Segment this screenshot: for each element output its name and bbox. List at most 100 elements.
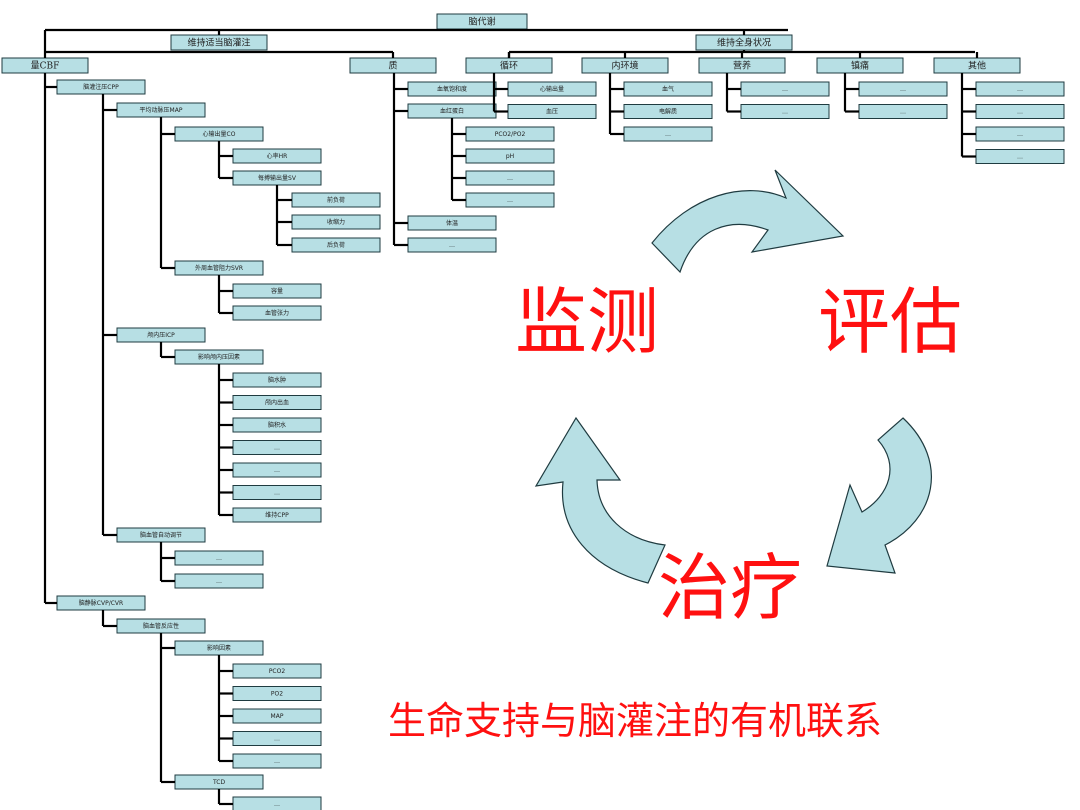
- node-system-0-child-1-label: 血压: [546, 108, 558, 116]
- node-cbf: 量CBF: [1, 57, 89, 74]
- subtitle: 生命支持与脑灌注的有机联系: [388, 699, 883, 743]
- node-system-1-child-2: …: [623, 126, 713, 142]
- node-system-4-label: 其他: [968, 60, 986, 72]
- node-quality-child-2-label: 体温: [446, 219, 458, 227]
- node-cvr-sub1-child-1-label: PO2: [271, 691, 283, 698]
- node-icp-group: 影响颅内压因素: [174, 349, 264, 365]
- node-co-label: 心输出量CO: [203, 130, 236, 138]
- node-cvr-sub1-child-2-label: MAP: [271, 713, 284, 720]
- node-icp-label: 颅内压ICP: [147, 331, 175, 339]
- node-hb-child-3-label: …: [507, 197, 513, 204]
- node-autoreg-child-0: …: [174, 550, 264, 566]
- node-system-4-child-2: …: [975, 126, 1065, 142]
- node-icp-child-5: …: [232, 485, 322, 500]
- node-system-2-child-0-label: …: [782, 86, 788, 93]
- node-system-2-label: 营养: [733, 60, 751, 72]
- node-icp-child-6-label: 维持CPP: [265, 511, 289, 519]
- node-system-2-child-1: …: [740, 104, 830, 119]
- node-cvr-group-label: 脑血管反应性: [143, 622, 179, 630]
- node-system-2: 营养: [698, 57, 786, 74]
- node-system-3-child-1-label: …: [900, 109, 906, 116]
- node-quality-child-2: 体温: [407, 215, 497, 231]
- node-cvr-sub2-child-0-label: …: [274, 801, 280, 808]
- node-co-child-0-label: 心率HR: [267, 152, 288, 160]
- node-root: 脑代谢: [436, 13, 528, 30]
- node-cvr-sub1-child-4: …: [232, 753, 322, 769]
- node-maintain-systemic: 维持全身状况: [695, 34, 793, 51]
- node-icp-child-3-label: …: [274, 445, 280, 452]
- node-autoreg-child-0-label: …: [216, 555, 222, 562]
- node-system-3: 镇痛: [816, 57, 904, 74]
- node-maintain-systemic-label: 维持全身状况: [717, 37, 771, 49]
- node-cvr-group: 脑血管反应性: [116, 618, 206, 634]
- node-sv-child-2-label: 后负荷: [327, 241, 345, 249]
- node-system-2-child-1-label: …: [782, 109, 788, 116]
- node-system-1-label: 内环境: [611, 60, 638, 72]
- node-quality-child-1-label: 血红蛋白: [440, 107, 464, 115]
- node-system-4-child-3: …: [975, 149, 1065, 164]
- cycle-word-treat: 治疗: [658, 546, 803, 630]
- node-maintain-perfusion: 维持适当脑灌注: [170, 34, 268, 51]
- node-system-1-child-0: 血气: [623, 81, 713, 97]
- node-icp-child-6: 维持CPP: [232, 507, 322, 523]
- node-sv-child-1-label: 收缩力: [327, 218, 345, 226]
- node-icp-child-0-label: 脑水肿: [268, 376, 286, 384]
- node-svr-child-0-label: 容量: [271, 287, 283, 295]
- node-sv-child-2: 后负荷: [291, 237, 381, 253]
- node-svr: 外周血管阻力SVR: [174, 260, 264, 276]
- node-hb-child-2: …: [465, 170, 555, 186]
- node-system-4-child-1-label: …: [1017, 109, 1023, 116]
- node-cvr-sub1-child-4-label: …: [274, 758, 280, 765]
- node-system-0-child-0-label: 心输出量: [540, 85, 564, 93]
- node-system-1-child-1-label: 电解质: [659, 108, 677, 116]
- node-svr-child-1: 血管张力: [232, 305, 322, 321]
- node-hb-child-0: PCO2/PO2: [465, 126, 555, 142]
- node-system-3-child-0: …: [858, 81, 948, 97]
- node-cvr-sub1-label: 影响因素: [207, 644, 231, 652]
- node-cvr: 脑静脉CVP/CVR: [56, 595, 146, 611]
- node-system-0-child-1: 血压: [507, 104, 597, 119]
- node-hb-child-1: pH: [465, 148, 555, 164]
- node-system-4: 其他: [933, 57, 1021, 74]
- node-autoreg-child-1-label: …: [216, 578, 222, 585]
- node-svr-label: 外周血管阻力SVR: [195, 264, 243, 272]
- node-system-4-child-0-label: …: [1017, 86, 1023, 93]
- node-hb-child-0-label: PCO2/PO2: [495, 131, 526, 138]
- node-quality-child-1: 血红蛋白: [407, 103, 497, 119]
- node-cpp: 脑灌注压CPP: [56, 79, 146, 95]
- node-icp-child-4: …: [232, 462, 322, 478]
- node-quality-child-0: 血氧饱和度: [407, 81, 497, 97]
- node-icp-group-label: 影响颅内压因素: [198, 353, 240, 361]
- node-cbf-label: 量CBF: [31, 61, 60, 72]
- node-system-3-child-0-label: …: [900, 86, 906, 93]
- node-sv-child-1: 收缩力: [291, 214, 381, 230]
- node-system-1-child-0-label: 血气: [662, 85, 674, 93]
- node-icp-child-4-label: …: [274, 467, 280, 474]
- cycle-word-assess: 评估: [818, 280, 963, 364]
- node-quality-label: 质: [388, 60, 397, 72]
- node-cvr-sub1-child-3-label: …: [274, 736, 280, 743]
- node-icp-child-1-label: 颅内出血: [265, 399, 289, 407]
- node-icp-child-2-label: 脑积水: [268, 421, 286, 429]
- node-map: 平均动脉压MAP: [116, 102, 206, 118]
- node-system-0: 循环: [465, 57, 553, 74]
- node-quality-child-3-label: …: [449, 242, 455, 249]
- node-system-0-child-0: 心输出量: [507, 81, 597, 97]
- node-quality-child-0-label: 血氧饱和度: [437, 85, 467, 93]
- node-system-4-child-2-label: …: [1017, 131, 1023, 138]
- node-maintain-perfusion-label: 维持适当脑灌注: [187, 37, 250, 49]
- node-system-3-child-1: …: [858, 104, 948, 119]
- node-svr-child-1-label: 血管张力: [265, 309, 289, 317]
- node-system-0-label: 循环: [500, 60, 518, 72]
- node-autoreg-child-1: …: [174, 573, 264, 589]
- node-icp-child-2: 脑积水: [232, 417, 322, 433]
- node-hb-child-1-label: pH: [506, 153, 514, 160]
- node-cvr-sub1-child-1: PO2: [232, 686, 322, 701]
- node-system-1: 内环境: [581, 57, 669, 74]
- node-co-child-1: 每搏输出量SV: [232, 170, 322, 186]
- node-cvr-label: 脑静脉CVP/CVR: [79, 599, 123, 607]
- node-hb-child-3: …: [465, 192, 555, 208]
- node-map-label: 平均动脉压MAP: [140, 106, 183, 114]
- node-system-4-child-1: …: [975, 104, 1065, 119]
- node-icp-child-5-label: …: [274, 490, 280, 497]
